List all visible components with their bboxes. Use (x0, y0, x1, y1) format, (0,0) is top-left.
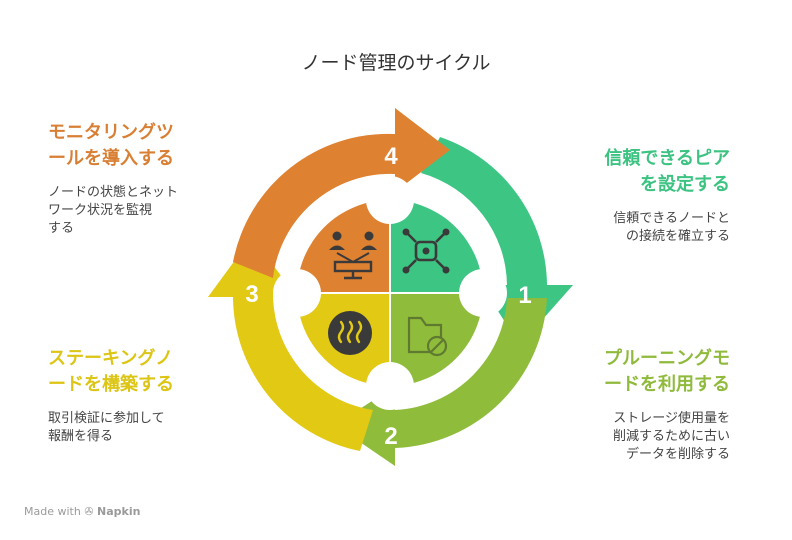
step-number-3: 3 (245, 281, 258, 308)
step-3-description: 取引検証に参加して 報酬を得る (48, 411, 165, 444)
step-2-heading: プルーニングモ ードを利用する (604, 348, 730, 395)
step-4-heading: モニタリングツ ールを導入する (48, 122, 174, 169)
center-quadrant-4 (297, 200, 390, 293)
made-with-footer[interactable]: Made with ✇ Napkin (24, 505, 140, 518)
arrow-step-4 (233, 108, 450, 278)
step-3-text: ステーキングノ ードを構築する 取引検証に参加して 報酬を得る (48, 346, 248, 446)
napkin-logo-icon: ✇ (84, 505, 94, 518)
network-nodes-icon (402, 228, 450, 274)
step-number-2: 2 (384, 423, 397, 450)
step-3-heading: ステーキングノ ードを構築する (48, 348, 174, 395)
step-number-4: 4 (384, 143, 398, 170)
footer-prefix: Made with (24, 505, 81, 518)
step-1-heading: 信頼できるピア を設定する (604, 148, 730, 195)
folder-blocked-icon (407, 316, 448, 357)
heat-waves-icon (328, 311, 372, 355)
arrow-step-1 (421, 137, 573, 345)
arrow-step-3 (208, 237, 373, 451)
step-2-text: プルーニングモ ードを利用する ストレージ使用量を 削減するために古い データを… (530, 346, 730, 464)
step-1-text: 信頼できるピア を設定する 信頼できるノードと の接続を確立する (530, 146, 730, 246)
diagram-title: ノード管理のサイクル (301, 52, 491, 74)
step-1-description: 信頼できるノードと の接続を確立する (613, 211, 730, 244)
arrow-step-2 (335, 298, 547, 466)
monitoring-users-icon (329, 231, 377, 280)
step-4-description: ノードの状態とネット ワーク状況を監視 する (48, 185, 179, 236)
step-number-1: 1 (518, 282, 531, 309)
step-4-text: モニタリングツ ールを導入する ノードの状態とネット ワーク状況を監視 する (48, 120, 248, 238)
step-2-description: ストレージ使用量を 削減するために古い データを削除する (612, 411, 730, 462)
footer-brand: Napkin (97, 505, 141, 518)
